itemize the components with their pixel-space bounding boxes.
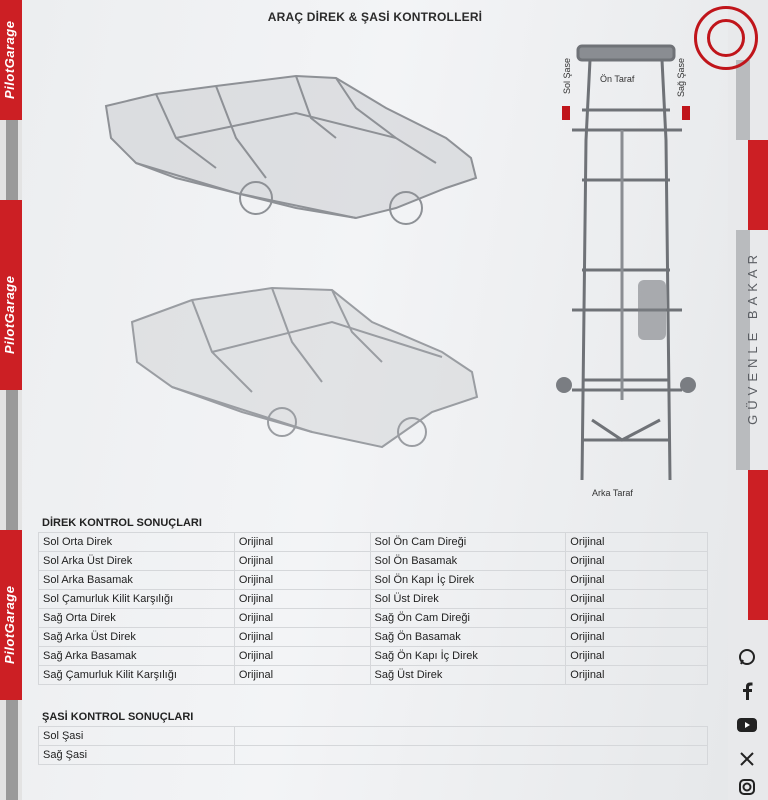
part-cell: Sağ Ön Cam Direği [369,608,567,628]
chassis-results-title: ŞASİ KONTROL SONUÇLARI [42,711,194,723]
chassis-frame-drawing [556,44,696,481]
part-cell: Sol Çamurluk Kilit Karşılığı [38,589,235,609]
part-cell: Sağ Ön Kapı İç Direk [369,646,567,666]
part-cell: Sol Ön Basamak [369,551,567,571]
brand-name-vertical: PilotGarage [2,20,17,100]
result-cell: Orijinal [565,608,708,628]
result-cell: Orijinal [233,665,371,685]
table-row: Sağ Şasi [38,745,709,765]
result-cell: Orijinal [565,589,708,609]
part-cell: Sol Ön Cam Direği [369,532,567,552]
part-cell: Sol Şasi [38,726,235,746]
part-cell: Sağ Arka Üst Direk [38,627,235,647]
chassis-label-front: Ön Taraf [600,74,635,84]
part-cell: Sol Üst Direk [369,589,567,609]
part-cell: Sağ Şasi [38,745,235,765]
youtube-icon[interactable] [736,714,758,736]
part-cell: Sağ Orta Direk [38,608,235,628]
result-cell [233,745,709,765]
report-sheet: ARAÇ DİREK & ŞASİ KONTROLLERİ Sol Şase Ö… [22,0,728,800]
part-cell: Sağ Ön Basamak [369,627,567,647]
car-body-illustration-top [104,74,478,225]
x-icon[interactable] [736,748,758,770]
table-row: Sol Şasi [38,726,709,746]
result-cell: Orijinal [233,570,371,590]
part-cell: Sol Orta Direk [38,532,235,552]
part-cell: Sağ Üst Direk [369,665,567,685]
page-title: ARAÇ DİREK & ŞASİ KONTROLLERİ [267,10,483,24]
chassis-illustration-area: Sol Şase Ön Taraf Sağ Şase Arka Taraf [542,40,712,510]
part-cell: Sağ Arka Basamak [38,646,235,666]
part-cell: Sol Ön Kapı İç Direk [369,570,567,590]
result-cell: Orijinal [233,532,371,552]
result-cell: Orijinal [565,570,708,590]
chassis-label-rear: Arka Taraf [592,488,633,498]
pillar-results-title: DİREK KONTROL SONUÇLARI [42,517,202,529]
part-cell: Sol Arka Üst Direk [38,551,235,571]
brand-name-vertical: PilotGarage [2,275,17,355]
instagram-icon[interactable] [736,776,758,798]
part-cell: Sol Arka Basamak [38,570,235,590]
brand-logo [694,6,758,70]
part-cell: Sağ Çamurluk Kilit Karşılığı [38,665,235,685]
brand-slogan: GÜVENLE BAKAR [745,250,760,425]
brand-name-vertical: PilotGarage [2,585,17,665]
whatsapp-icon[interactable] [736,646,758,668]
result-cell: Orijinal [565,665,708,685]
result-cell: Orijinal [233,646,371,666]
result-cell: Orijinal [233,608,371,628]
result-cell [233,726,709,746]
right-brand-strip: GÜVENLE BAKAR [728,0,768,800]
result-cell: Orijinal [565,551,708,571]
left-brand-strip: PilotGarage PilotGarage PilotGarage [0,0,24,800]
result-cell: Orijinal [565,646,708,666]
result-cell: Orijinal [233,589,371,609]
result-cell: Orijinal [233,627,371,647]
result-cell: Orijinal [565,627,708,647]
facebook-icon[interactable] [736,680,758,702]
car-body-illustration-bottom [130,286,479,449]
result-cell: Orijinal [233,551,371,571]
result-cell: Orijinal [565,532,708,552]
